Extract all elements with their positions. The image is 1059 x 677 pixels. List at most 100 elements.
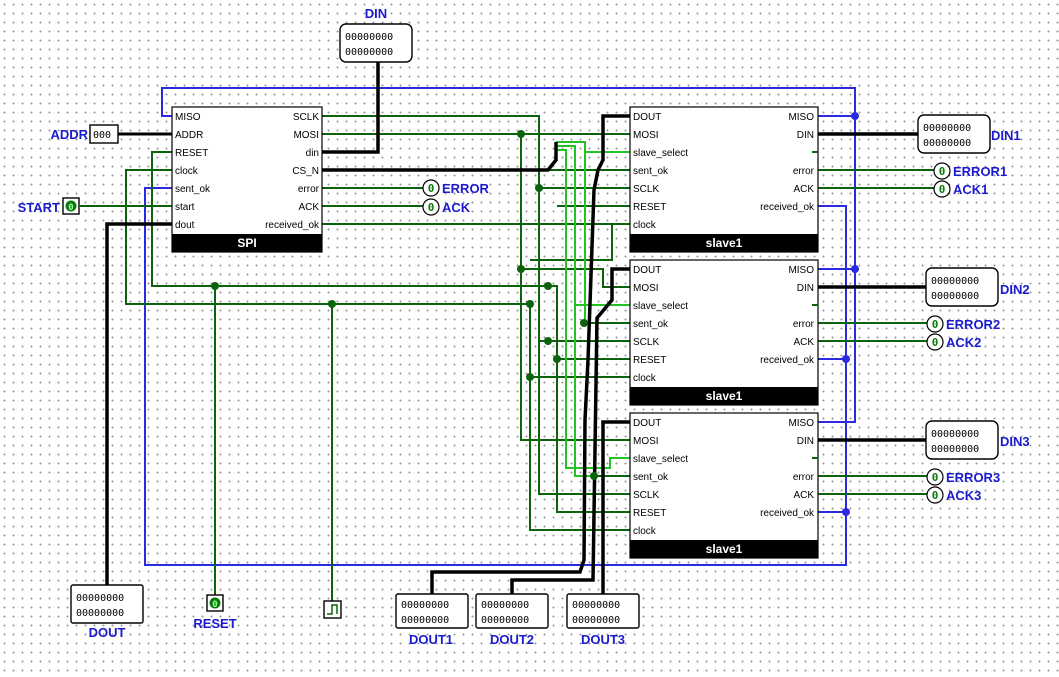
spi-pin-clock: clock: [175, 166, 199, 177]
din-bits-row2: 00000000: [345, 47, 393, 58]
slave-component-1[interactable]: slave1DOUTMOSIslave_selectsent_okSCLKRES…: [629, 106, 819, 253]
ack3-label: ACK3: [946, 488, 981, 503]
din-input[interactable]: 00000000 00000000: [339, 23, 413, 63]
slave3-pin-right-0: MISO: [788, 418, 814, 429]
slave2-pin-left-2: slave_select: [633, 301, 688, 312]
clock-source[interactable]: [323, 600, 342, 619]
reset-wire: [151, 151, 630, 513]
spi-pin-sclk: SCLK: [293, 112, 319, 123]
din3-bits-row2: 00000000: [931, 444, 979, 455]
slave2-pin-right-3: error: [793, 319, 815, 330]
slave-component-3[interactable]: slave1DOUTMOSIslave_selectsent_okSCLKRES…: [629, 412, 819, 559]
dout1-bus: [430, 114, 630, 594]
dout3-input[interactable]: 00000000 00000000: [566, 593, 640, 629]
spi-pin-mosi: MOSI: [293, 130, 319, 141]
error1-led-value: 0: [939, 165, 946, 178]
dout2-bits-row2: 00000000: [481, 615, 529, 626]
spi-pin-addr: ADDR: [175, 130, 203, 141]
slave3-pin-right-5: received_ok: [760, 508, 815, 519]
miso-wire-3: [818, 116, 856, 423]
slave-select-wire-1: [556, 141, 630, 153]
spi-pin-cs-n: CS_N: [292, 166, 319, 177]
wires: [80, 60, 935, 602]
dout2-bus: [510, 267, 630, 594]
error3-led-value: 0: [932, 471, 939, 484]
din-bits-row1: 00000000: [345, 32, 393, 43]
din2-output: 00000000 00000000: [925, 267, 999, 307]
slave2-pin-right-4: ACK: [793, 337, 814, 348]
slave2-pin-left-1: MOSI: [633, 283, 659, 294]
din1-bits-row2: 00000000: [923, 138, 971, 149]
dout-label: DOUT: [89, 625, 126, 640]
ack-led: 0: [422, 198, 440, 216]
slave1-pin-left-0: DOUT: [633, 112, 661, 123]
spi-pin-miso: MISO: [175, 112, 201, 123]
slave1-pin-right-5: received_ok: [760, 202, 815, 213]
ack1-led: 0: [933, 180, 951, 198]
slave2-pin-left-0: DOUT: [633, 265, 661, 276]
din1-bits-row1: 00000000: [923, 123, 971, 134]
slave3-pin-left-1: MOSI: [633, 436, 659, 447]
start-input[interactable]: 0: [62, 197, 80, 215]
dout-bits-row2: 00000000: [76, 608, 124, 619]
slave3-pin-left-3: sent_ok: [633, 472, 669, 483]
din-bus: [322, 60, 380, 154]
dout2-input[interactable]: 00000000 00000000: [475, 593, 549, 629]
error3-label: ERROR3: [946, 470, 1000, 485]
spi-pin-sent-ok: sent_ok: [175, 184, 211, 195]
slave3-pin-left-6: clock: [633, 526, 657, 537]
miso-wire: [161, 87, 856, 117]
error-led: 0: [422, 179, 440, 197]
clock-wire-1: [530, 224, 613, 261]
dout3-bits-row1: 00000000: [572, 600, 620, 611]
dout2-bits-row1: 00000000: [481, 600, 529, 611]
dout1-input[interactable]: 00000000 00000000: [395, 593, 469, 629]
slave-component-2[interactable]: slave1DOUTMOSIslave_selectsent_okSCLKRES…: [629, 259, 819, 406]
slave3-pin-left-2: slave_select: [633, 454, 688, 465]
error2-led: 0: [926, 315, 944, 333]
spi-pin-error: error: [298, 184, 320, 195]
din2-label: DIN2: [1000, 282, 1030, 297]
slave2-pin-left-5: RESET: [633, 355, 666, 366]
cs-n-bus: [322, 142, 558, 172]
error1-label: ERROR1: [953, 164, 1007, 179]
din3-label: DIN3: [1000, 434, 1030, 449]
ack1-label: ACK1: [953, 182, 988, 197]
dout2-label: DOUT2: [490, 632, 534, 647]
slave1-pin-left-4: SCLK: [633, 184, 659, 195]
din3-bits-row1: 00000000: [931, 429, 979, 440]
slave1-pin-left-3: sent_ok: [633, 166, 669, 177]
slave3-pin-right-4: ACK: [793, 490, 814, 501]
din1-output: 00000000 00000000: [917, 114, 991, 154]
spi-pin-din: din: [306, 148, 319, 159]
addr-label: ADDR: [50, 127, 88, 142]
din2-bits-row1: 00000000: [931, 276, 979, 287]
sent-ok-wire: [144, 187, 847, 566]
ack-label: ACK: [442, 200, 471, 215]
dout1-label: DOUT1: [409, 632, 453, 647]
slave2-pin-right-5: received_ok: [760, 355, 815, 366]
din3-output: 00000000 00000000: [925, 420, 999, 460]
slave1-pin-right-3: error: [793, 166, 815, 177]
dout-bus: [105, 222, 172, 585]
slave2-pin-left-4: SCLK: [633, 337, 659, 348]
din1-label: DIN1: [991, 128, 1021, 143]
slave2-pin-left-6: clock: [633, 373, 657, 384]
addr-input[interactable]: 000: [89, 124, 119, 144]
reset-input[interactable]: 0: [206, 594, 224, 612]
slave3-pin-left-4: SCLK: [633, 490, 659, 501]
spi-pin-ack: ACK: [298, 202, 319, 213]
dout3-bits-row2: 00000000: [572, 615, 620, 626]
error2-led-value: 0: [932, 318, 939, 331]
dout1-bits-row1: 00000000: [401, 600, 449, 611]
clock-wave-icon: [327, 604, 338, 615]
slave-title-1: slave1: [706, 236, 743, 250]
slave2-pin-right-0: MISO: [788, 265, 814, 276]
ack2-led-value: 0: [932, 336, 939, 349]
error1-led: 0: [933, 162, 951, 180]
spi-component[interactable]: SPI MISO ADDR RESET clock sent_ok start …: [171, 106, 323, 253]
slave3-pin-left-0: DOUT: [633, 418, 661, 429]
slave-select-wire-3: [556, 149, 630, 469]
slave3-pin-left-5: RESET: [633, 508, 666, 519]
